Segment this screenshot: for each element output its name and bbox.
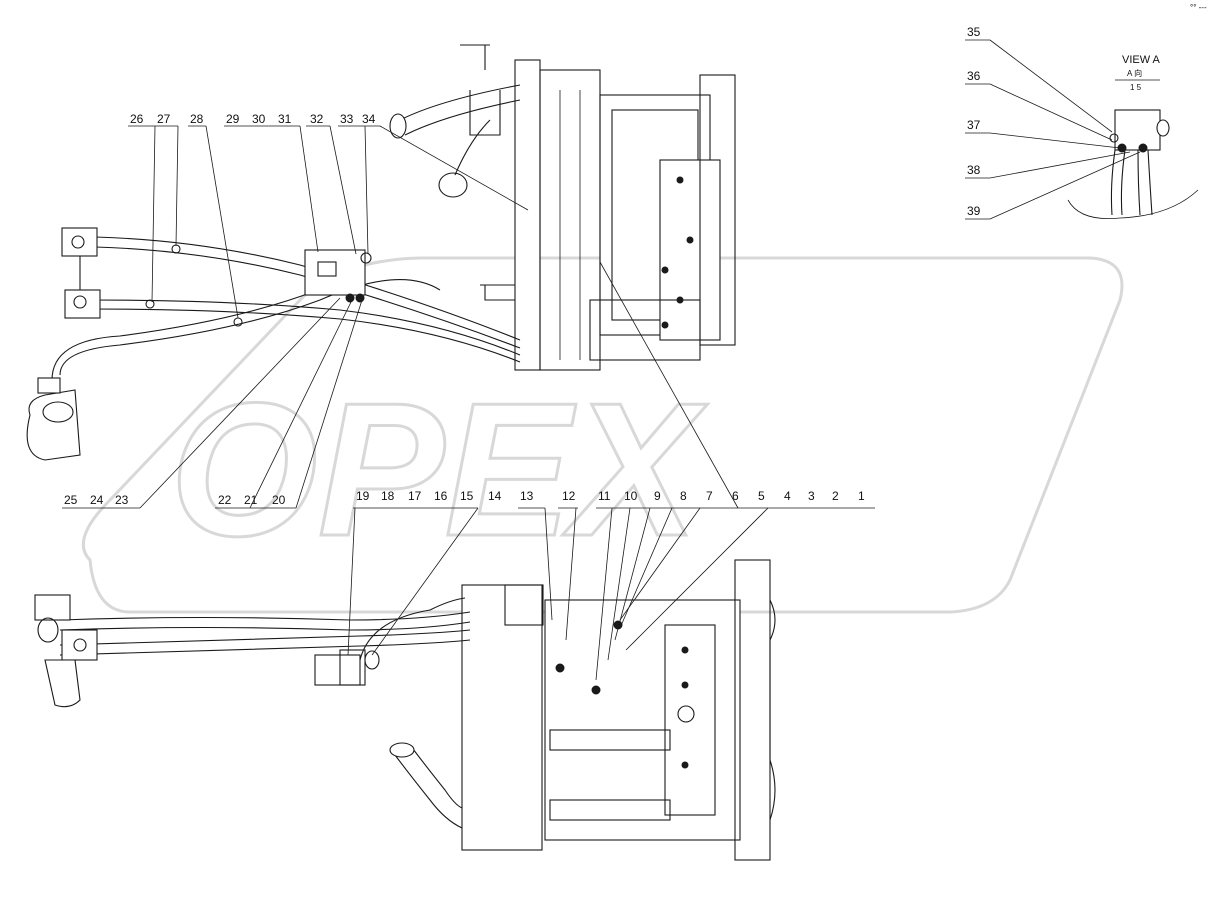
callout-1: 1	[858, 489, 865, 503]
left-valve-upper	[61, 227, 98, 257]
view-a-scale-top: A 向	[1127, 68, 1142, 78]
callout-7: 7	[706, 489, 713, 503]
view-a-inset: VIEW A A 向 1 5	[1067, 54, 1199, 219]
callout-34: 34	[362, 112, 376, 126]
callout-11: 11	[598, 489, 611, 503]
callout-35: 35	[967, 25, 981, 39]
callout-31: 31	[278, 112, 292, 126]
cooler-plate	[659, 159, 721, 341]
callout-4: 4	[784, 489, 791, 503]
view-a-label: VIEW A	[1122, 54, 1161, 66]
upper-view	[26, 44, 736, 461]
callout-6: 6	[732, 489, 739, 503]
pump-body	[26, 389, 81, 461]
callout-27: 27	[157, 112, 171, 126]
callout-5: 5	[758, 489, 765, 503]
callout-23: 23	[115, 493, 129, 507]
callout-25: 25	[64, 493, 78, 507]
corner-mark: °° ---	[1190, 3, 1207, 12]
lower-pump	[44, 659, 81, 708]
frame-post	[514, 59, 541, 371]
callout-38: 38	[967, 163, 981, 177]
watermark-logo: OPEX	[81, 256, 1124, 614]
lower-frame	[544, 599, 741, 841]
callout-numbers: 26 27 28 29 30 31 32 33 34 25 24 23 22 2…	[64, 25, 981, 507]
callout-17: 17	[408, 489, 422, 503]
watermark-text: OPEX	[170, 364, 708, 576]
callout-12: 12	[562, 489, 576, 503]
callout-37: 37	[967, 118, 981, 132]
view-a-scale-bottom: 1 5	[1130, 83, 1142, 92]
callout-3: 3	[808, 489, 815, 503]
callout-15: 15	[460, 489, 474, 503]
central-valve-block	[304, 249, 366, 296]
callout-32: 32	[310, 112, 324, 126]
callout-leaders	[62, 39, 1141, 681]
callout-24: 24	[90, 493, 104, 507]
left-valve-lower	[64, 289, 101, 319]
callout-8: 8	[680, 489, 687, 503]
callout-20: 20	[272, 493, 286, 507]
callout-10: 10	[624, 489, 638, 503]
callout-9: 9	[654, 489, 661, 503]
callout-33: 33	[340, 112, 354, 126]
callout-16: 16	[434, 489, 448, 503]
intake-flange	[389, 113, 407, 139]
lower-left-valve	[34, 594, 71, 621]
callout-14: 14	[488, 489, 502, 503]
callout-28: 28	[190, 112, 204, 126]
callout-39: 39	[967, 204, 981, 218]
callout-30: 30	[252, 112, 266, 126]
callout-36: 36	[967, 69, 981, 83]
callout-21: 21	[244, 493, 258, 507]
small-valve-unit	[314, 654, 361, 686]
lower-view	[34, 559, 776, 861]
callout-29: 29	[226, 112, 240, 126]
view-a-valve	[1114, 109, 1161, 151]
lower-radiator	[461, 584, 543, 851]
callout-22: 22	[218, 493, 232, 507]
elbow-flange	[389, 742, 415, 758]
callout-26: 26	[130, 112, 144, 126]
clamp-ring	[438, 172, 468, 198]
callout-19: 19	[356, 489, 370, 503]
callout-13: 13	[520, 489, 534, 503]
callout-2: 2	[832, 489, 839, 503]
callout-18: 18	[381, 489, 395, 503]
